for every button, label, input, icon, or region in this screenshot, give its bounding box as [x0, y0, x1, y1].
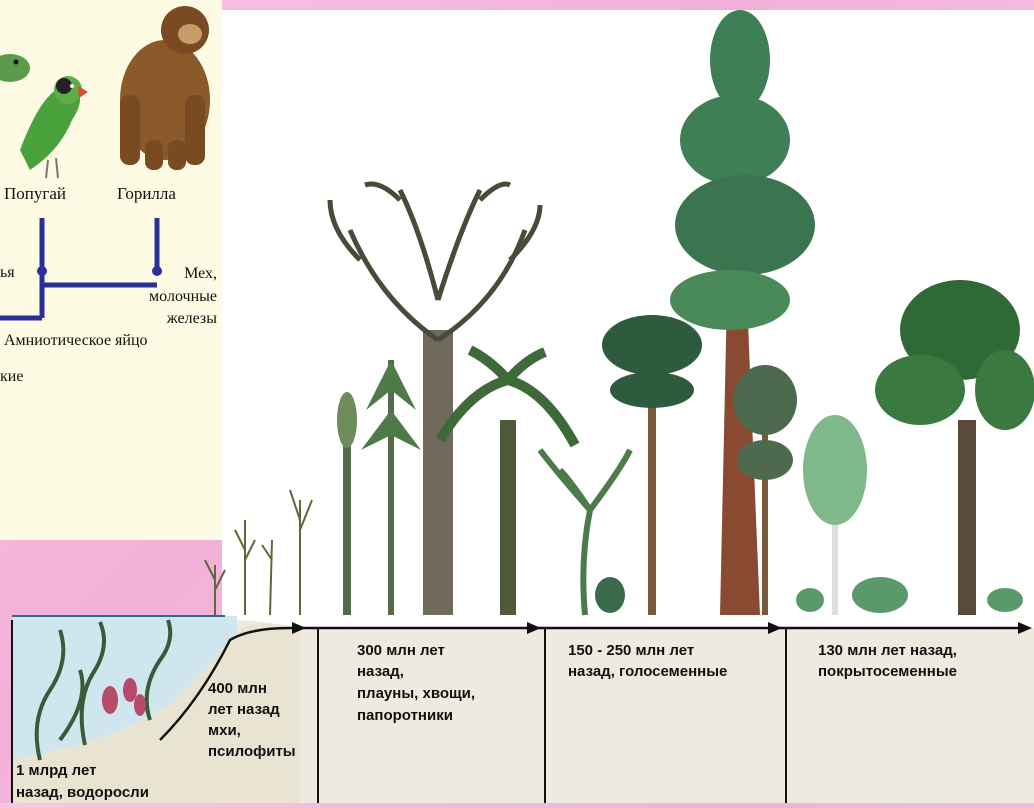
trait-label-fur: Мех, — [184, 265, 217, 282]
svg-text:плауны, хвощи,: плауны, хвощи, — [357, 685, 475, 702]
trait-label-milk-1: молочные — [149, 288, 217, 305]
trait-label-partial: ья — [0, 264, 15, 281]
svg-text:1 млрд лет: 1 млрд лет — [16, 762, 96, 779]
svg-text:мхи,: мхи, — [208, 722, 241, 739]
svg-text:псилофиты: псилофиты — [208, 743, 296, 760]
svg-text:400 млн: 400 млн — [208, 680, 267, 697]
animal-label-parrot: Попугай — [4, 184, 66, 203]
svg-text:150 - 250 млн лет: 150 - 250 млн лет — [568, 642, 694, 659]
svg-text:назад,: назад, — [357, 663, 404, 680]
svg-text:покрытосеменные: покрытосеменные — [818, 663, 957, 680]
node-dot — [37, 266, 47, 276]
svg-text:130 млн лет назад,: 130 млн лет назад, — [818, 642, 957, 659]
svg-text:лет назад: лет назад — [208, 701, 280, 718]
cladogram-inset: Попугай Горилла ья Мех, молочные железы … — [0, 0, 222, 540]
svg-text:назад, водоросли: назад, водоросли — [16, 784, 149, 801]
trait-label-partial-bottom: кие — [0, 368, 23, 385]
node-dot — [152, 266, 162, 276]
svg-text:папоротники: папоротники — [357, 707, 453, 724]
svg-text:назад, голосеменные: назад, голосеменные — [568, 663, 727, 680]
trait-label-milk-2: железы — [166, 310, 218, 327]
animal-label-gorilla: Горилла — [117, 184, 176, 203]
trait-label-amniotic: Амниотическое яйцо — [4, 332, 148, 349]
svg-text:300 млн лет: 300 млн лет — [357, 642, 445, 659]
